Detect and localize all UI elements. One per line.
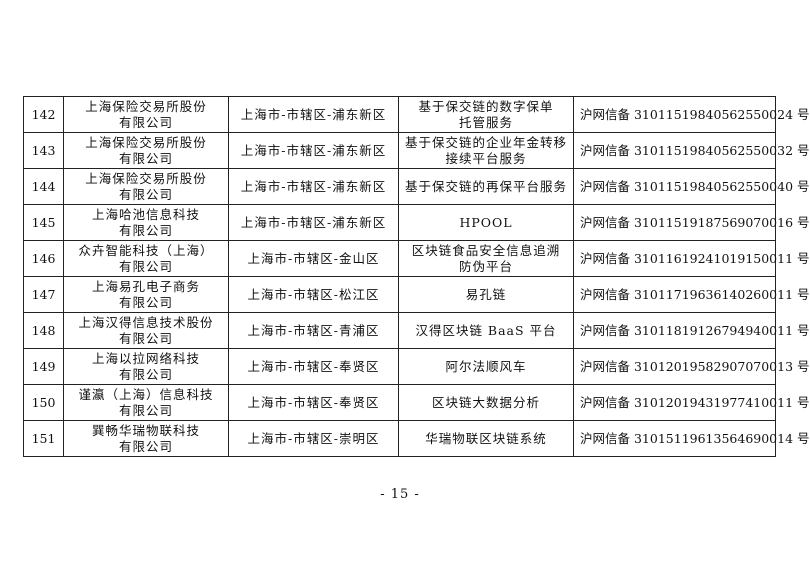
- company-name-cell: 谨瀛（上海）信息科技有限公司: [63, 384, 229, 421]
- service-name-line: 易孔链: [465, 286, 507, 302]
- row-number-cell: 147: [23, 276, 64, 313]
- record-number-cell: 沪网信备 31012019582907070013 号: [573, 348, 810, 385]
- record-number-cell: 沪网信备 31015119613564690014 号: [573, 420, 810, 457]
- location-cell: 上海市-市辖区-奉贤区: [228, 384, 399, 421]
- row-number-cell: 143: [23, 132, 64, 169]
- company-name-line: 巽畅华瑞物联科技: [91, 422, 200, 438]
- service-name-cell: 基于保交链的再保平台服务: [398, 168, 574, 205]
- company-name-line: 众卉智能科技（上海）: [78, 242, 214, 258]
- company-name-cell: 上海汉得信息技术股份有限公司: [63, 312, 229, 349]
- company-name-line: 有限公司: [118, 330, 173, 346]
- company-name-cell: 上海保险交易所股份有限公司: [63, 96, 229, 133]
- record-number-cell: 沪网信备 31011519187569070016 号: [573, 204, 810, 241]
- service-name-line: 阿尔法顺风车: [445, 358, 527, 374]
- company-name-line: 有限公司: [118, 402, 173, 418]
- service-name-cell: 区块链食品安全信息追溯防伪平台: [398, 240, 574, 277]
- company-name-line: 有限公司: [118, 258, 173, 274]
- service-name-cell: 基于保交链的企业年金转移接续平台服务: [398, 132, 574, 169]
- company-name-line: 有限公司: [118, 186, 173, 202]
- service-name-cell: 阿尔法顺风车: [398, 348, 574, 385]
- service-name-line: 托管服务: [458, 114, 513, 130]
- company-name-line: 上海保险交易所股份: [85, 170, 207, 186]
- service-name-cell: HPOOL: [398, 204, 574, 241]
- company-name-line: 有限公司: [118, 366, 173, 382]
- company-name-line: 有限公司: [118, 438, 173, 454]
- service-name-cell: 汉得区块链 BaaS 平台: [398, 312, 574, 349]
- service-name-cell: 华瑞物联区块链系统: [398, 420, 574, 457]
- location-cell: 上海市-市辖区-浦东新区: [228, 168, 399, 205]
- company-name-line: 有限公司: [118, 294, 173, 310]
- company-name-cell: 上海保险交易所股份有限公司: [63, 168, 229, 205]
- location-cell: 上海市-市辖区-青浦区: [228, 312, 399, 349]
- location-cell: 上海市-市辖区-松江区: [228, 276, 399, 313]
- company-name-line: 有限公司: [118, 222, 173, 238]
- company-name-line: 上海哈池信息科技: [91, 206, 200, 222]
- row-number-cell: 146: [23, 240, 64, 277]
- record-number-cell: 沪网信备 31011519840562550040 号: [573, 168, 810, 205]
- location-cell: 上海市-市辖区-奉贤区: [228, 348, 399, 385]
- row-number-cell: 144: [23, 168, 64, 205]
- service-name-line: HPOOL: [459, 214, 513, 230]
- company-name-line: 上海保险交易所股份: [85, 98, 207, 114]
- company-name-cell: 上海保险交易所股份有限公司: [63, 132, 229, 169]
- company-name-line: 上海以拉网络科技: [91, 350, 200, 366]
- location-cell: 上海市-市辖区-金山区: [228, 240, 399, 277]
- location-cell: 上海市-市辖区-崇明区: [228, 420, 399, 457]
- location-cell: 上海市-市辖区-浦东新区: [228, 204, 399, 241]
- record-number-cell: 沪网信备 31011719636140260011 号: [573, 276, 810, 313]
- company-name-line: 有限公司: [118, 150, 173, 166]
- company-name-cell: 上海哈池信息科技有限公司: [63, 204, 229, 241]
- service-name-line: 基于保交链的再保平台服务: [404, 178, 567, 194]
- company-name-line: 谨瀛（上海）信息科技: [78, 386, 214, 402]
- row-number-cell: 148: [23, 312, 64, 349]
- company-name-cell: 上海易孔电子商务有限公司: [63, 276, 229, 313]
- company-name-cell: 上海以拉网络科技有限公司: [63, 348, 229, 385]
- service-name-line: 防伪平台: [458, 258, 513, 274]
- record-number-cell: 沪网信备 31011619241019150011 号: [573, 240, 810, 277]
- company-name-cell: 众卉智能科技（上海）有限公司: [63, 240, 229, 277]
- service-name-line: 区块链大数据分析: [431, 394, 540, 410]
- record-number-cell: 沪网信备 31012019431977410011 号: [573, 384, 810, 421]
- row-number-cell: 149: [23, 348, 64, 385]
- service-name-cell: 基于保交链的数字保单托管服务: [398, 96, 574, 133]
- location-cell: 上海市-市辖区-浦东新区: [228, 132, 399, 169]
- service-name-line: 汉得区块链 BaaS 平台: [415, 322, 557, 338]
- service-name-cell: 易孔链: [398, 276, 574, 313]
- service-name-line: 基于保交链的企业年金转移: [404, 134, 567, 150]
- service-name-cell: 区块链大数据分析: [398, 384, 574, 421]
- record-number-cell: 沪网信备 31011519840562550032 号: [573, 132, 810, 169]
- row-number-cell: 142: [23, 96, 64, 133]
- company-name-cell: 巽畅华瑞物联科技有限公司: [63, 420, 229, 457]
- service-name-line: 基于保交链的数字保单: [418, 98, 554, 114]
- company-name-line: 有限公司: [118, 114, 173, 130]
- service-name-line: 区块链食品安全信息追溯: [411, 242, 561, 258]
- company-name-line: 上海保险交易所股份: [85, 134, 207, 150]
- service-name-line: 华瑞物联区块链系统: [425, 430, 547, 446]
- location-cell: 上海市-市辖区-浦东新区: [228, 96, 399, 133]
- row-number-cell: 151: [23, 420, 64, 457]
- page-number: - 15 -: [380, 487, 420, 502]
- record-number-cell: 沪网信备 31011819126794940011 号: [573, 312, 810, 349]
- row-number-cell: 145: [23, 204, 64, 241]
- company-name-line: 上海汉得信息技术股份: [78, 314, 214, 330]
- company-name-line: 上海易孔电子商务: [91, 278, 200, 294]
- row-number-cell: 150: [23, 384, 64, 421]
- record-number-cell: 沪网信备 31011519840562550024 号: [573, 96, 810, 133]
- service-name-line: 接续平台服务: [445, 150, 527, 166]
